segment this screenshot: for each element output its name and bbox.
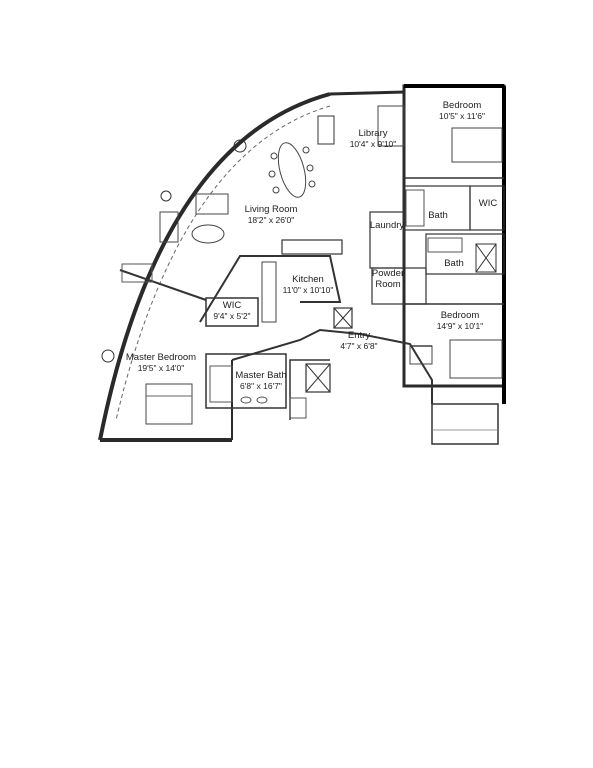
master-wic-walls (205, 297, 259, 327)
east-wing-walls (402, 84, 506, 388)
bath2-walls (425, 233, 505, 275)
room-dims: 10'4" x 9'10" (349, 139, 397, 149)
kitchen-island (281, 239, 343, 255)
room-name: Entry (347, 330, 371, 341)
room-label-bath2: Bath (440, 258, 468, 269)
powder-walls (371, 267, 427, 305)
room-name: Laundry (369, 220, 405, 231)
room-dims: 18'2" x 26'0" (247, 215, 295, 225)
room-name: Bath (444, 258, 464, 269)
exterior-curved-wall (98, 92, 331, 441)
room-name: Kitchen (292, 274, 324, 285)
room-name: Bedroom (442, 100, 482, 111)
room-name: WIC (222, 300, 242, 311)
room-label-laundry: Laundry (368, 220, 406, 231)
room-name: Bath (428, 210, 448, 221)
room-dims: 11'0" x 10'10" (282, 285, 334, 295)
room-name: Bedroom (440, 310, 480, 321)
bedroom3-bed (449, 339, 503, 379)
kitchen-walls (199, 255, 342, 323)
sofa (195, 193, 229, 215)
wic2-walls (469, 185, 505, 231)
room-dims: 19'5" x 14'0" (137, 363, 185, 373)
room-name: Master Bath (235, 370, 287, 381)
room-dims: 6'8" x 16'7" (240, 381, 282, 391)
room-name: WIC (478, 198, 498, 209)
room-label-master-bedroom: Master Bedroom 19'5" x 14'0" (118, 352, 204, 374)
master-partition (119, 269, 207, 301)
entry-walls (231, 328, 433, 404)
room-label-master-wic: WIC 9'4" x 5'2" (208, 300, 256, 322)
room-label-powder-room: Powder Room (370, 268, 406, 290)
master-bath-walls (205, 353, 287, 409)
room-label-master-bath: Master Bath 6'8" x 16'7" (228, 370, 294, 392)
master-bed-furniture (145, 383, 193, 425)
library-walls (377, 105, 405, 147)
room-name: Master Bedroom (125, 352, 197, 363)
bedroom2-bed (451, 127, 503, 163)
top-wall (329, 90, 406, 96)
interior-dashed-line (115, 105, 331, 421)
room-label-living-room: Living Room 18'2" x 26'0" (236, 204, 306, 226)
room-label-bath1: Bath (424, 210, 452, 221)
balcony (431, 403, 499, 445)
room-label-entry: Entry 4'7" x 6'8" (334, 330, 384, 352)
room-dims: 14'9" x 10'1" (436, 321, 484, 331)
coffee-table (191, 224, 225, 244)
room-name: Library (358, 128, 388, 139)
room-label-library: Library 10'4" x 9'10" (340, 128, 406, 150)
room-label-wic2: WIC (474, 198, 502, 209)
room-label-kitchen: Kitchen 11'0" x 10'10" (276, 274, 340, 296)
room-label-bedroom2: Bedroom 10'5" x 11'6" (432, 100, 492, 122)
room-label-bedroom3: Bedroom 14'9" x 10'1" (430, 310, 490, 332)
room-name: Living Room (244, 204, 298, 215)
room-dims: 4'7" x 6'8" (340, 341, 378, 351)
closet-x (305, 363, 331, 393)
dining-table (277, 142, 307, 198)
column (233, 139, 247, 153)
room-name: Powder Room (371, 268, 405, 290)
room-dims: 10'5" x 11'6" (439, 111, 485, 121)
bath1-walls (403, 185, 471, 231)
room-dims: 9'4" x 5'2" (213, 311, 251, 321)
